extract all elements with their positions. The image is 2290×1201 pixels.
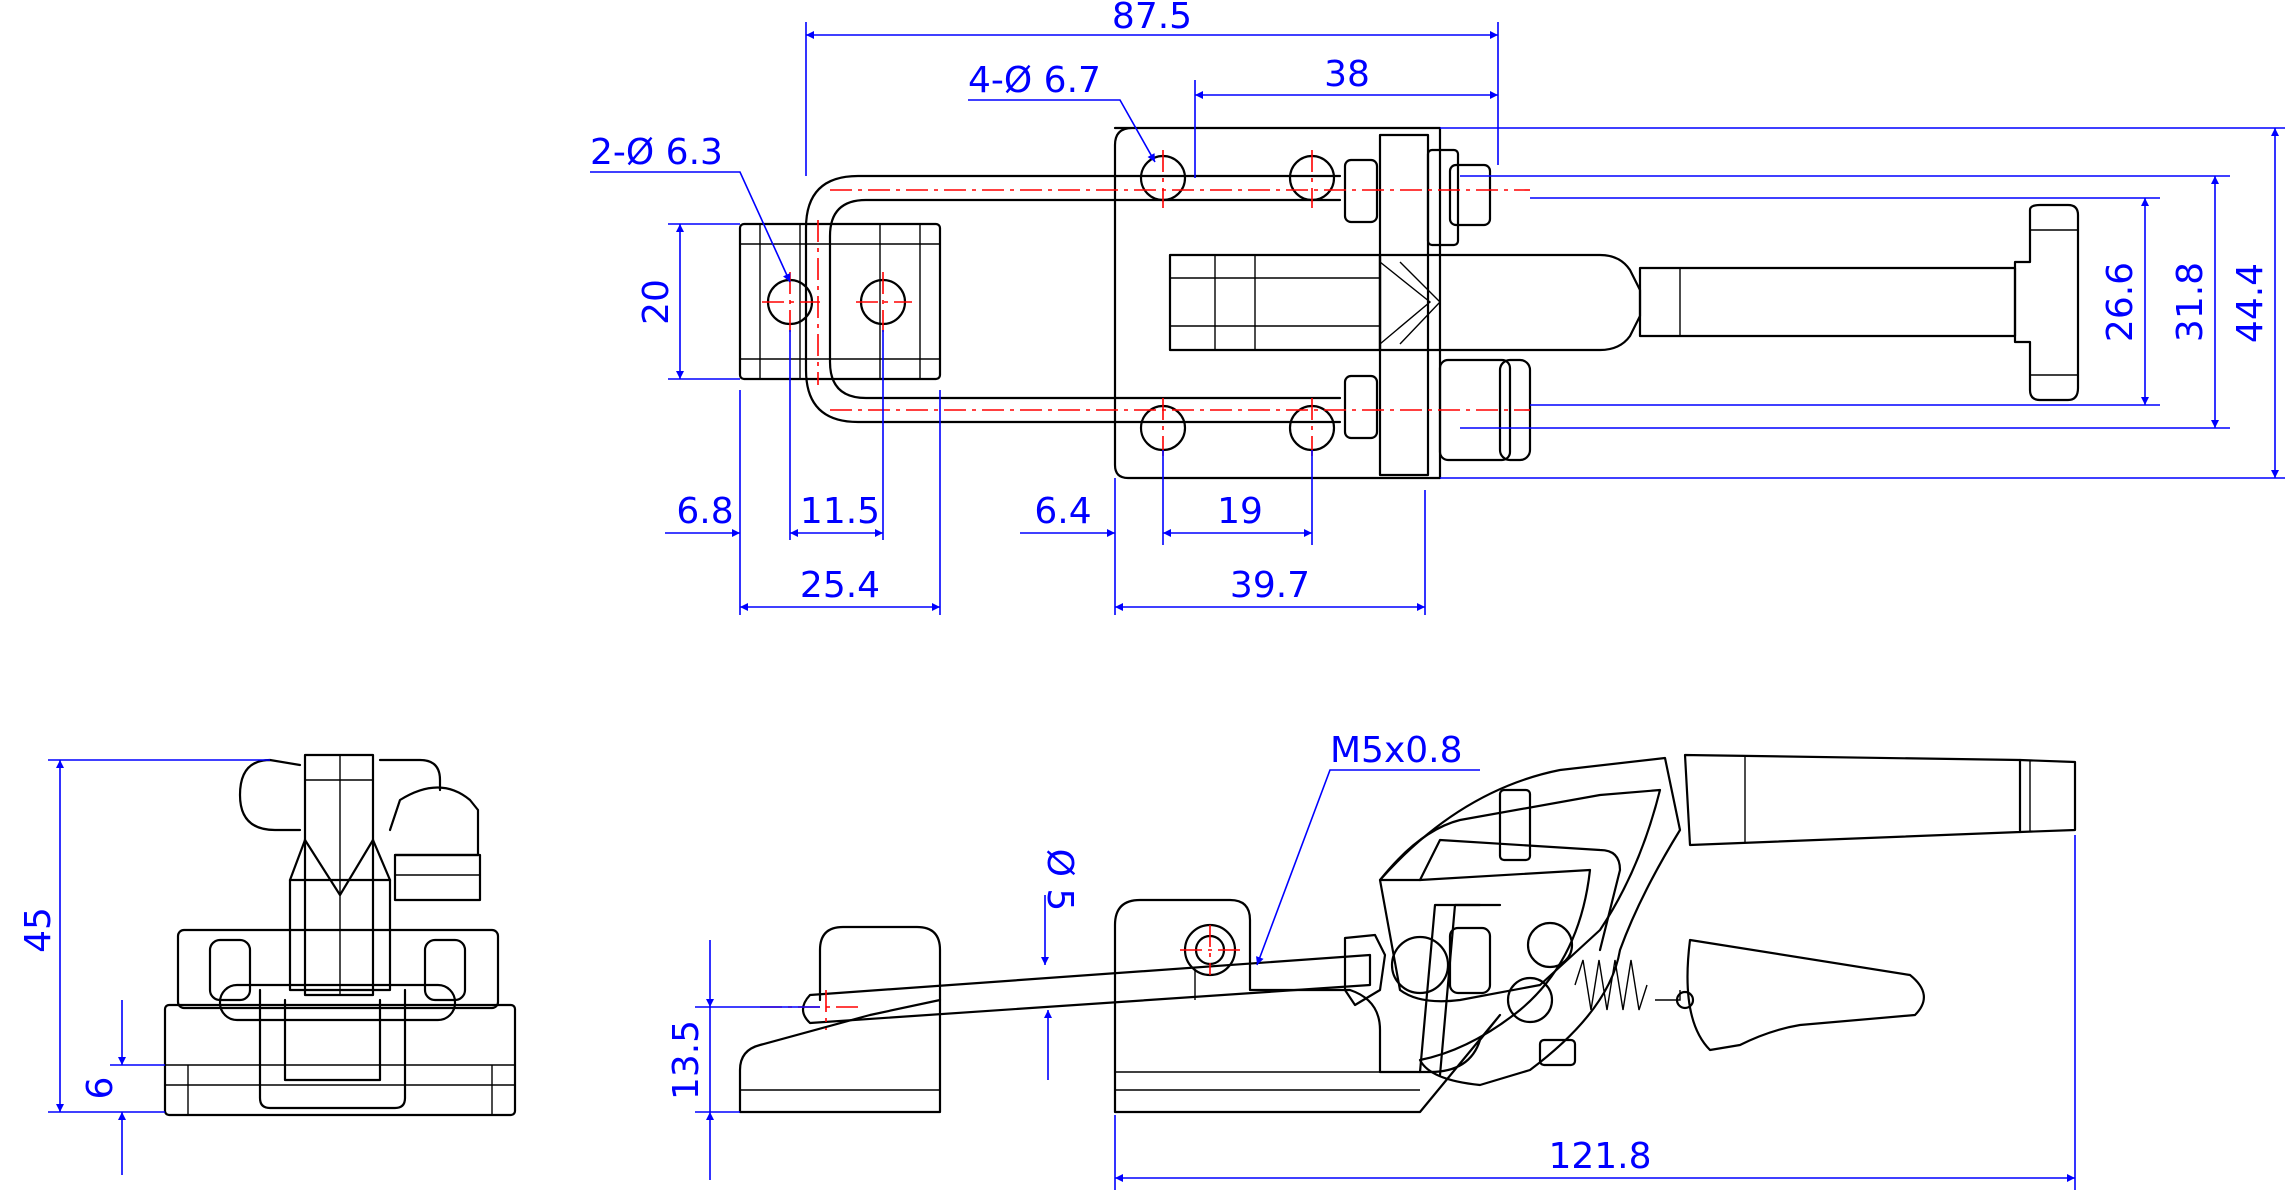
- dim-dia-5: Ø 5: [1039, 849, 1080, 912]
- callout-2-holes-6-3: 2-Ø 6.3: [590, 132, 723, 173]
- dim-121-8: 121.8: [1548, 1136, 1651, 1177]
- dim-87-5: 87.5: [1112, 0, 1192, 37]
- dim-26-6: 26.6: [2100, 262, 2141, 342]
- end-view: [163, 753, 517, 1117]
- dim-13-5: 13.5: [666, 1020, 707, 1100]
- top-view-dimensions: 87.5 38 4-Ø 6.7 2-Ø 6.3 44.4 31.8 26.6 2…: [590, 0, 2285, 615]
- side-view-dimensions: 13.5 Ø 5 M5x0.8 121.8: [666, 730, 2076, 1190]
- dim-25-4: 25.4: [800, 565, 880, 606]
- dim-6-4: 6.4: [1034, 491, 1091, 532]
- dim-44-4: 44.4: [2230, 263, 2271, 343]
- dim-6-8: 6.8: [676, 491, 733, 532]
- dim-38: 38: [1324, 54, 1370, 95]
- dim-11-5: 11.5: [800, 491, 880, 532]
- dim-39-7: 39.7: [1230, 565, 1310, 606]
- dim-20: 20: [636, 279, 677, 325]
- dim-19: 19: [1217, 491, 1263, 532]
- top-view: [738, 126, 2080, 480]
- dim-6: 6: [80, 1077, 121, 1100]
- side-view: [738, 753, 2077, 1114]
- callout-4-holes-6-7: 4-Ø 6.7: [968, 60, 1101, 101]
- dim-31-8: 31.8: [2170, 262, 2211, 342]
- dim-45: 45: [18, 907, 59, 953]
- end-view-dimensions: 45 6: [18, 759, 270, 1175]
- thread-callout-m5x0-8: M5x0.8: [1330, 730, 1463, 771]
